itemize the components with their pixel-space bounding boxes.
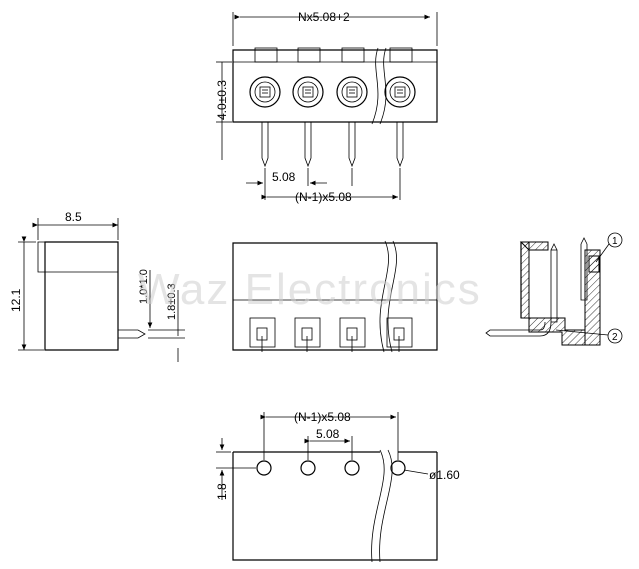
dim-side-pin-2: 1.8±0.3 (166, 283, 178, 320)
terminal-2 (292, 47, 324, 108)
hole-3 (344, 460, 360, 476)
dim-side-height: 12.1 (9, 288, 23, 312)
terminal-4 (384, 47, 416, 108)
dim-top-height: 4.0±0.3 (215, 80, 229, 120)
section-view: 1 2 (485, 232, 623, 346)
hole-1 (256, 460, 272, 476)
dim-bottom-offset: 1.8 (215, 483, 229, 500)
front-view (232, 240, 438, 353)
front-slot-1 (249, 317, 276, 352)
front-slot-2 (294, 317, 321, 352)
dim-bottom-pitch: 5.08 (316, 427, 340, 441)
terminal-1 (249, 47, 281, 108)
dim-top-width: Nx5.08+2 (298, 10, 350, 24)
dim-side-width: 8.5 (65, 210, 82, 224)
callout-1: 1 (612, 236, 618, 247)
callout-2: 2 (612, 332, 618, 343)
hole-4 (390, 460, 406, 476)
front-slot-3 (339, 317, 366, 352)
top-view: Nx5.08+2 4.0±0.3 5.08 (N-1)x5.08 (215, 10, 438, 204)
dim-top-pitch: 5.08 (272, 170, 296, 184)
dim-top-span: (N-1)x5.08 (295, 190, 352, 204)
top-pins (261, 122, 404, 168)
side-view: 8.5 12.1 1.0*1.0 1.8±0.3 (9, 210, 185, 362)
watermark: Waz Electronics (138, 265, 482, 314)
footprint-view: (N-1)x5.08 5.08 ø1.60 1.8 (215, 410, 460, 563)
terminal-3 (336, 47, 368, 108)
hole-2 (300, 460, 316, 476)
front-slot-4 (386, 317, 413, 352)
dim-bottom-span: (N-1)x5.08 (294, 410, 351, 424)
dim-hole-dia: ø1.60 (429, 468, 460, 482)
dim-side-pin-1: 1.0*1.0 (138, 269, 150, 304)
